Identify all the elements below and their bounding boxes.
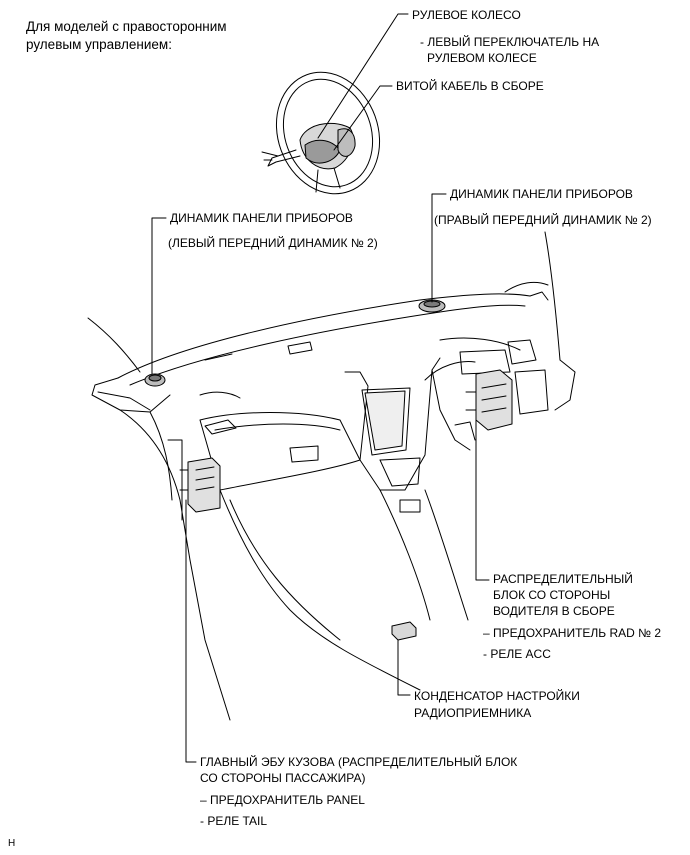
header-line-1: Для моделей с правосторонним	[26, 19, 227, 34]
body-ecu-drawing	[179, 457, 221, 513]
label-body-ecu-1: ГЛАВНЫЙ ЭБУ КУЗОВА (РАСПРЕДЕЛИТЕЛЬНЫЙ БЛ…	[200, 755, 518, 769]
label-junction-driver-3: ВОДИТЕЛЯ В СБОРЕ	[493, 604, 615, 618]
label-fuse-rad: – ПРЕДОХРАНИТЕЛЬ RAD № 2	[483, 626, 662, 640]
label-steering-switch-2: РУЛЕВОМ КОЛЕСЕ	[427, 51, 537, 65]
label-spiral-cable: ВИТОЙ КАБЕЛЬ В СБОРЕ	[396, 79, 544, 93]
label-relay-acc: - РЕЛЕ ACC	[483, 647, 551, 661]
label-body-ecu-2: СО СТОРОНЫ ПАССАЖИРА)	[200, 771, 366, 785]
label-condenser-2: РАДИОПРИЕМНИКА	[414, 706, 532, 720]
label-fuse-panel: – ПРЕДОХРАНИТЕЛЬ PANEL	[200, 793, 365, 807]
label-speaker-left-sub: (ЛЕВЫЙ ПЕРЕДНИЙ ДИНАМИК № 2)	[168, 236, 378, 250]
dashboard-drawing	[87, 231, 576, 721]
driver-junction-block-drawing	[465, 369, 513, 431]
label-speaker-right: ДИНАМИК ПАНЕЛИ ПРИБОРОВ	[450, 187, 633, 201]
label-speaker-left: ДИНАМИК ПАНЕЛИ ПРИБОРОВ	[170, 211, 353, 225]
condenser-drawing	[391, 621, 417, 641]
label-relay-tail: - РЕЛЕ TAIL	[200, 814, 268, 828]
label-speaker-right-sub: (ПРАВЫЙ ПЕРЕДНИЙ ДИНАМИК № 2)	[434, 213, 652, 227]
label-steering-switch-1: - ЛЕВЫЙ ПЕРЕКЛЮЧАТЕЛЬ НА	[420, 35, 600, 49]
figure-code: H	[8, 838, 16, 849]
label-junction-driver-1: РАСПРЕДЕЛИТЕЛЬНЫЙ	[493, 572, 633, 586]
left-speaker-drawing	[144, 373, 166, 387]
header-line-2: рулевым управлением:	[26, 37, 172, 52]
label-condenser-1: КОНДЕНСАТОР НАСТРОЙКИ	[414, 689, 580, 703]
label-junction-driver-2: БЛОК СО СТОРОНЫ	[493, 588, 611, 602]
label-steering-wheel: РУЛЕВОЕ КОЛЕСО	[412, 8, 521, 22]
steering-wheel-drawing	[261, 71, 381, 195]
leader-lines	[151, 13, 490, 763]
